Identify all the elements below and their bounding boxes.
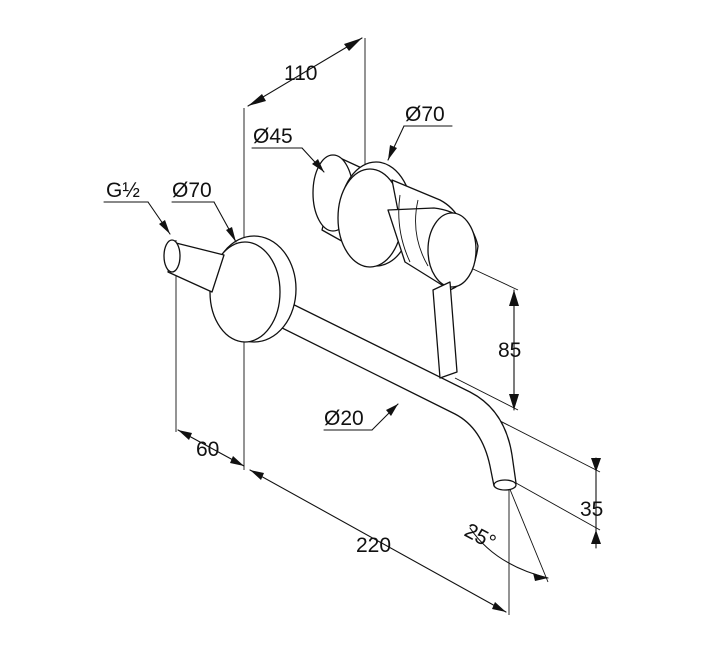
handle-cartridge [387,179,479,291]
spout-rosette [209,235,297,343]
dim-angle-arc [469,527,549,581]
label-angle: 25° [461,519,500,554]
label-60: 60 [196,438,219,461]
dim-70-handle-leader [387,125,453,161]
dim-thread-leader [103,201,171,235]
dim-20-leader [323,403,399,431]
label-35: 35 [580,498,603,521]
label-diameter-70-spout: Ø70 [172,179,212,202]
dim-110 [247,37,363,107]
thread-connection [163,239,225,293]
label-220: 220 [356,534,391,557]
dim-60 [177,429,245,467]
label-diameter-20: Ø20 [324,407,364,430]
label-85: 85 [498,339,521,362]
handle-lever [432,281,458,379]
dim-45-leader [251,147,325,173]
dim-220 [249,469,507,613]
dim-70-spout-leader [171,201,237,243]
label-diameter-45: Ø45 [253,125,293,148]
label-diameter-70-handle: Ø70 [405,103,445,126]
label-110: 110 [284,62,317,85]
dim-85 [509,289,519,411]
label-thread: G½ [106,179,140,202]
dim-35 [591,457,601,549]
